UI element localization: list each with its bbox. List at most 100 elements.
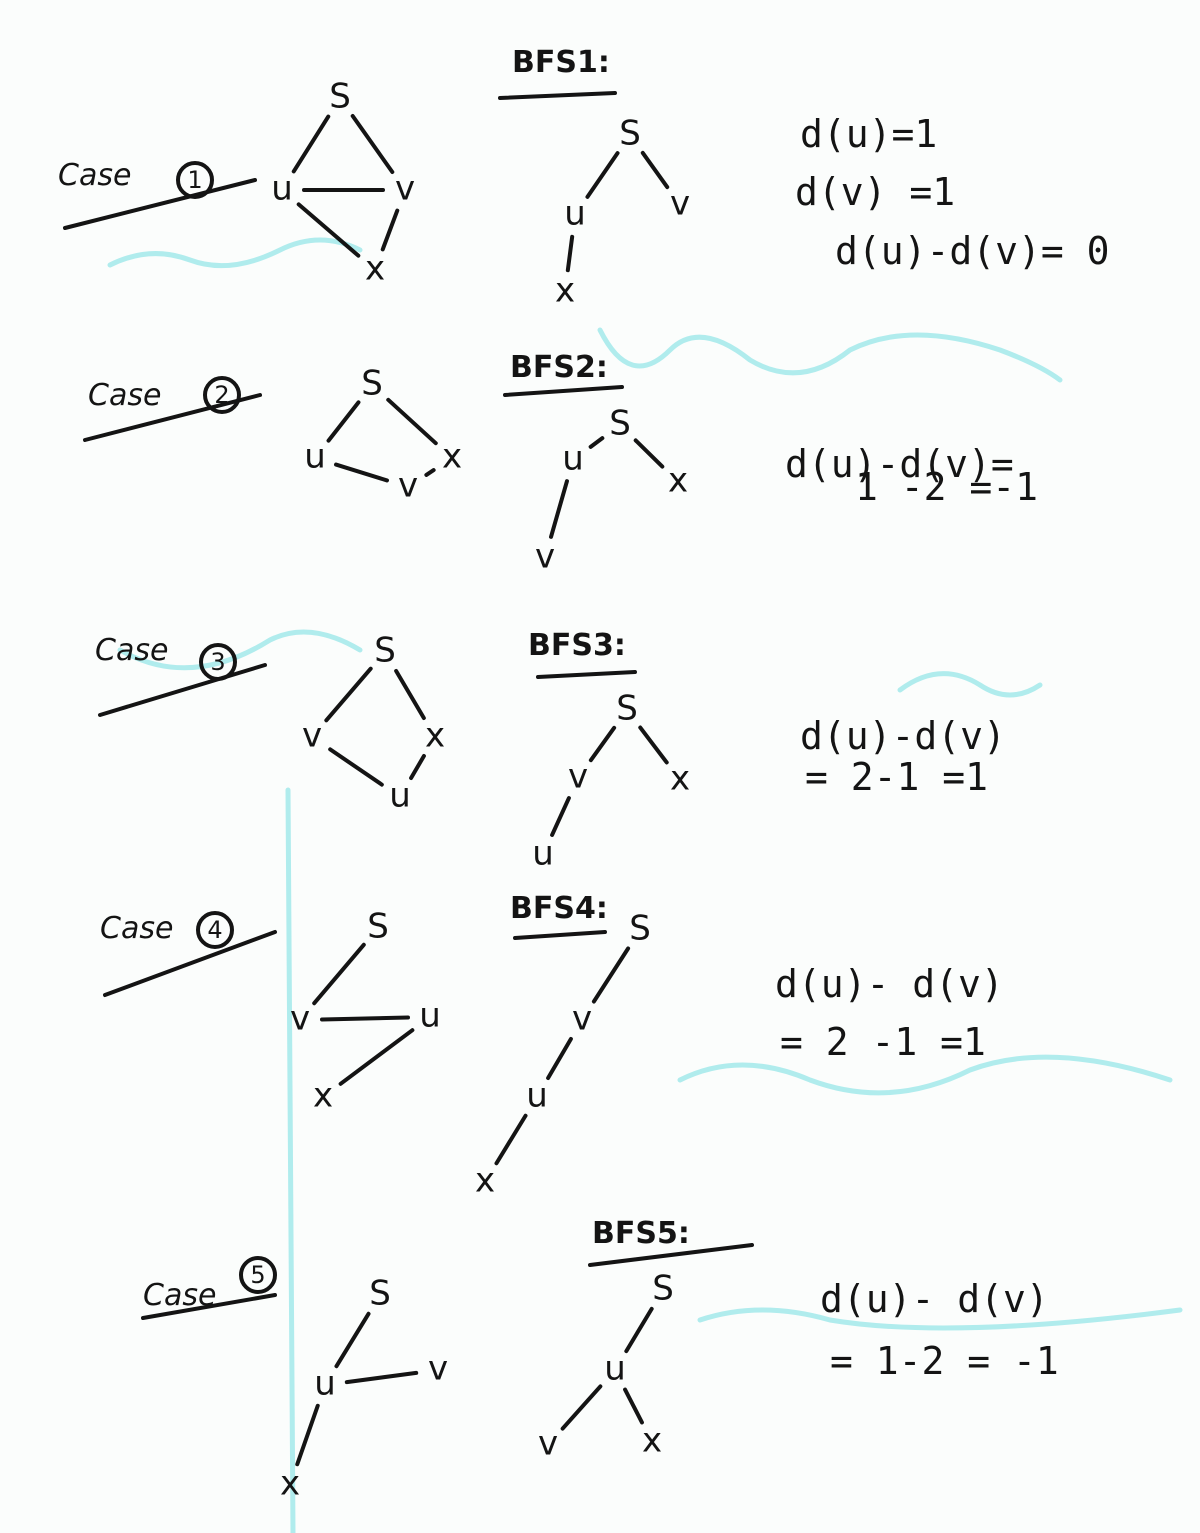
case-5-tree-node-s: S: [652, 1269, 674, 1309]
case-2-bfs-tree: Su x v: [535, 404, 688, 577]
case-2-graph-node-x: x: [442, 437, 462, 477]
case-4-graph-node-u: u: [419, 996, 441, 1036]
case-5-graph-node-u: u: [314, 1364, 336, 1404]
case-4-graph-node-s: S: [367, 907, 389, 947]
case-4-graph: Sv u x: [290, 907, 441, 1116]
case-2-tree-node-s: S: [609, 404, 631, 444]
case-5-graph-edge-u-v: [344, 1370, 419, 1385]
case-5-tree-edge-u-v: [560, 1384, 603, 1431]
case-4-tree-node-s: S: [629, 909, 651, 949]
case-4-graph-node-x: x: [313, 1076, 333, 1116]
bfs-2-underline: [503, 385, 624, 397]
case-5-tree-node-v: v: [538, 1424, 558, 1464]
case-3-tree-edge-s-v: [588, 725, 617, 763]
case-5-equation-1: d(u)- d(v): [820, 1277, 1049, 1321]
bleed-through-marks: [107, 237, 1183, 1533]
case-4-graph-edge-s-v: [312, 942, 366, 1006]
bfs-4-underline: [513, 930, 607, 940]
case-1-tree-edge-s-u: [585, 151, 620, 199]
case-5-graph-node-s: S: [369, 1274, 391, 1314]
case-3-graph-node-v: v: [302, 716, 322, 756]
case-5-tree-edge-u-x: [623, 1387, 644, 1425]
case-2-tree-edge-s-x: [633, 438, 665, 469]
case-3-graph: Sv xu: [302, 631, 445, 816]
case-5-graph-node-x: x: [280, 1464, 300, 1504]
case-4-graph-edge-u-x: [338, 1028, 415, 1086]
case-2-tree-edge-s-u: [588, 436, 605, 449]
case-1-graph-edge-v-x: [380, 208, 400, 252]
case-1-tree-node-v: v: [670, 184, 690, 224]
bfs-2-label: BFS2:: [510, 350, 608, 385]
case-2-tree-edge-u-v: [549, 479, 569, 539]
bfs-4-label: BFS4:: [510, 891, 608, 926]
case-1-equation-2: d(v) =1: [795, 170, 955, 214]
case-1-graph-edge-s-v: [350, 113, 395, 175]
case-2-label: Case: [88, 378, 161, 413]
case-4-equation-2: = 2 -1 =1: [780, 1020, 986, 1064]
bfs-3-label: BFS3:: [528, 628, 626, 663]
case-1-underline: [63, 178, 257, 230]
case-4-graph-node-v: v: [290, 999, 310, 1039]
case-1-graph-edge-s-u: [291, 114, 331, 174]
case-4-graph-edge-v-u: [319, 1015, 411, 1022]
case-1-bfs-tree: Su v x: [555, 114, 690, 311]
case-5-graph-edge-s-u: [334, 1311, 371, 1369]
case-4-number: 4: [207, 916, 222, 944]
case-1-tree-node-x: x: [555, 271, 575, 311]
case-2-equation-1: d(u)-d(v)=: [785, 442, 1014, 486]
bfs-3-underline: [536, 670, 637, 679]
case-3-label: Case: [95, 633, 168, 668]
case-2-tree-node-v: v: [535, 537, 555, 577]
case-3-tree-edge-s-x: [638, 725, 669, 765]
case-4-equation-1: d(u)- d(v): [775, 962, 1004, 1006]
case-3-graph-node-u: u: [389, 776, 411, 816]
case-4-underline: [103, 930, 277, 997]
case-2-graph-node-v: v: [398, 466, 418, 506]
case-3-graph-edge-x-u: [409, 754, 426, 780]
case-5-underline: [141, 1293, 277, 1320]
case-1-equation-3: d(u)-d(v)= 0: [835, 229, 1110, 273]
case-3-graph-node-x: x: [425, 716, 445, 756]
case-5-number: 5: [250, 1261, 265, 1289]
case-1-tree-node-s: S: [619, 114, 641, 154]
case-2-tree-node-x: x: [668, 461, 688, 501]
case-2-number-circle: [203, 376, 241, 414]
case-2-underline: [83, 393, 262, 442]
bfs-1-label: BFS1:: [512, 45, 610, 80]
case-1-equation-1: d(u)=1: [800, 112, 937, 156]
case-1-tree-edge-s-v: [640, 150, 670, 190]
case-4-label: Case: [100, 911, 173, 946]
case-4-tree-edge-s-v: [591, 946, 631, 1004]
case-4-tree-edge-u-x: [494, 1113, 528, 1166]
case-3-graph-edge-v-u: [328, 747, 384, 787]
case-1-label: Case: [58, 158, 131, 193]
case-3-underline: [98, 663, 267, 717]
case-4-tree-node-x: x: [475, 1161, 495, 1201]
case-1-tree-edge-u-x: [565, 234, 575, 273]
case-4-number-circle: [196, 911, 234, 949]
case-1-graph-node-s: S: [329, 77, 351, 117]
case-3-graph-edge-s-v: [324, 666, 373, 723]
case-1-graph-edge-u-x: [296, 202, 361, 258]
case-5-graph-edge-u-x: [295, 1403, 320, 1467]
case-2-tree-node-u: u: [562, 439, 584, 479]
case-5-graph-node-v: v: [428, 1349, 448, 1389]
bfs-5-label: BFS5:: [592, 1216, 690, 1251]
case-3-tree-node-x: x: [670, 759, 690, 799]
case-1-tree-node-u: u: [564, 194, 586, 234]
case-2-equation-2: 1 -2 =-1: [855, 465, 1038, 509]
case-5-tree-edge-s-u: [624, 1306, 654, 1354]
case-5-graph: Su v x: [280, 1274, 448, 1504]
case-2-graph-edge-s-u: [326, 400, 361, 443]
case-3-graph-node-s: S: [374, 631, 396, 671]
